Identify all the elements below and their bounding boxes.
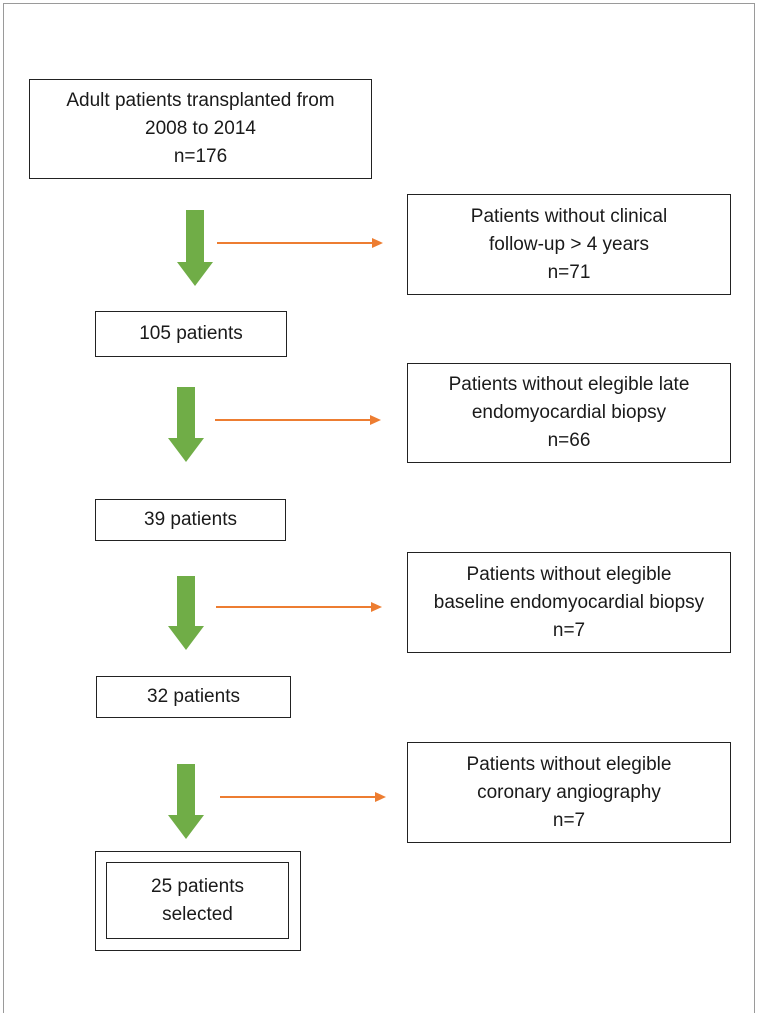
exclusion-box-2-line-2: endomyocardial biopsy [471,402,667,423]
exclusion-box-3-line-2: baseline endomyocardial biopsy [433,591,705,613]
final-box-line-2: selected [162,903,233,925]
exclusion-box-1: Patients without clinical follow-up > 4 … [407,194,731,295]
exclusion-box-2-line-1: Patients without elegible late [448,374,690,395]
exclusion-arrow-1 [217,238,383,248]
stage-box-105-label: 105 patients [139,323,243,344]
down-arrow-4 [168,764,204,839]
final-box: 25 patients selected [106,862,289,939]
exclusion-box-3-line-3: n=7 [552,619,586,641]
final-box-line-1: 25 patients [151,875,244,897]
stage-box-39: 39 patients [95,499,286,541]
exclusion-arrow-2 [215,415,381,425]
exclusion-box-4-line-2: coronary angiography [477,781,661,803]
down-arrow-3 [168,576,204,650]
exclusion-box-3: Patients without elegible baseline endom… [407,552,731,653]
exclusion-box-1-line-1: Patients without clinical [470,205,668,227]
start-box: Adult patients transplanted from 2008 to… [29,79,372,179]
exclusion-box-4-line-1: Patients without elegible [466,753,672,775]
down-arrow-2 [168,387,204,462]
exclusion-arrow-3 [216,602,382,612]
exclusion-box-3-line-1: Patients without elegible [466,563,672,585]
exclusion-box-4: Patients without elegible coronary angio… [407,742,731,843]
exclusion-box-1-line-2: follow-up > 4 years [489,233,649,255]
stage-box-32: 32 patients [96,676,291,718]
stage-box-39-label: 39 patients [144,509,237,530]
figure-frame [3,3,755,1013]
exclusion-box-2: Patients without elegible late endomyoca… [407,363,731,463]
exclusion-box-2-line-3: n=66 [547,430,591,451]
stage-box-105: 105 patients [95,311,287,357]
down-arrow-1 [177,210,213,286]
stage-box-32-label: 32 patients [147,686,240,707]
start-box-line-1: Adult patients transplanted from [66,90,335,111]
start-box-line-2: 2008 to 2014 [145,118,256,139]
exclusion-box-1-line-3: n=71 [547,261,591,283]
start-box-line-3: n=176 [173,146,228,167]
exclusion-arrow-4 [220,792,386,802]
exclusion-box-4-line-3: n=7 [552,809,586,831]
